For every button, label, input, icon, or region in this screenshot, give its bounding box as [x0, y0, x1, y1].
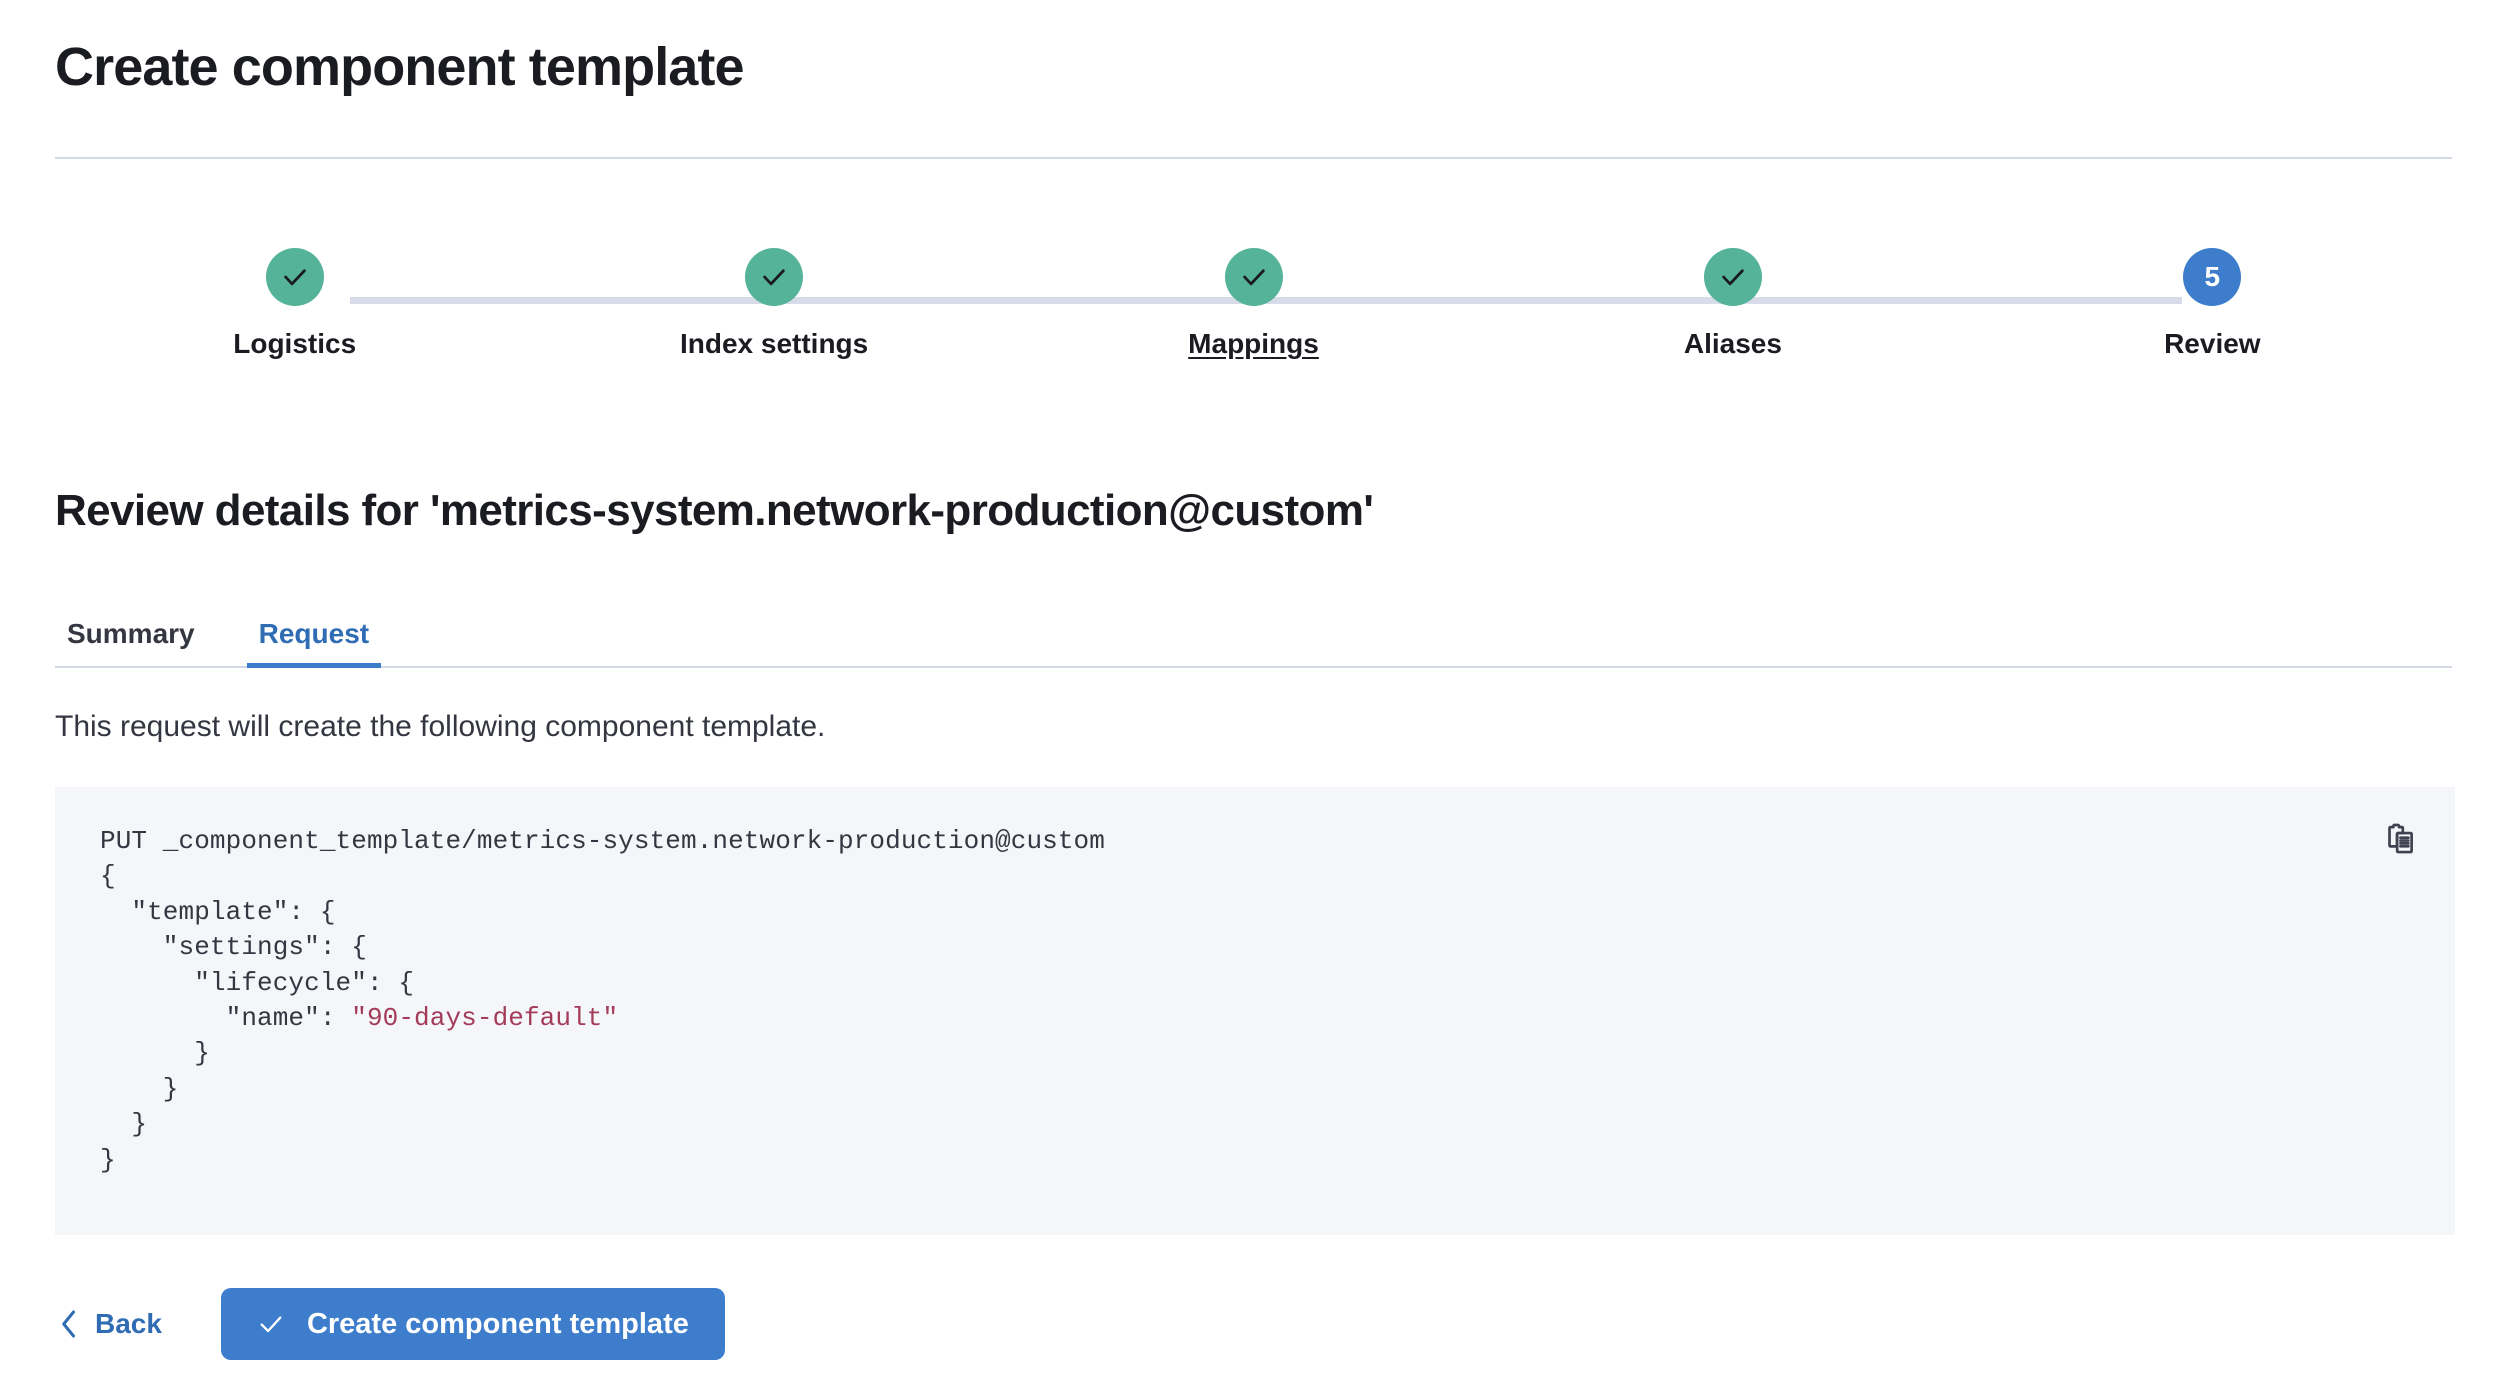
tab-request[interactable]: Request	[246, 618, 382, 668]
tabs-divider	[55, 666, 2452, 668]
review-tabs: Summary Request	[55, 600, 2452, 668]
stepper-step-indicator	[745, 248, 804, 306]
stepper-step-number: 5	[2204, 261, 2221, 292]
tab-list: Summary Request	[55, 618, 382, 668]
review-heading: Review details for 'metrics-system.netwo…	[55, 486, 1374, 535]
code-line: PUT _component_template/metrics-system.n…	[100, 826, 1105, 856]
code-line: }	[100, 1144, 116, 1175]
stepper-step-indicator	[1224, 248, 1283, 306]
page-title: Create component template	[55, 37, 745, 97]
create-component-template-label: Create component template	[306, 1307, 689, 1340]
stepper-step-label: Logistics	[233, 328, 357, 359]
stepper-step-indicator: 5	[2183, 248, 2242, 306]
stepper-step-indicator	[265, 248, 324, 306]
stepper-step-label: Index settings	[679, 328, 869, 359]
title-divider	[55, 157, 2452, 159]
stepper-step-aliases[interactable]: Aliases	[1493, 248, 1972, 360]
request-description: This request will create the following c…	[55, 710, 826, 743]
footer-actions: Back Create component template	[55, 1288, 725, 1360]
back-button-label: Back	[95, 1308, 162, 1339]
stepper-step-index-settings[interactable]: Index settings	[534, 248, 1013, 360]
check-icon	[257, 1310, 285, 1338]
check-glyph	[260, 1316, 282, 1333]
chevron-left-glyph	[62, 1310, 75, 1338]
check-glyph	[1242, 269, 1265, 286]
stepper-step-indicator	[1703, 248, 1762, 306]
copy-clipboard-glyph	[2388, 823, 2413, 854]
code-line: "template": {	[100, 896, 336, 927]
check-icon	[1239, 262, 1269, 292]
check-icon	[759, 262, 789, 292]
code-line: "lifecycle": {	[100, 967, 415, 998]
stepper-step-label: Review	[2164, 328, 2261, 359]
code-line: }	[100, 1073, 179, 1104]
check-glyph	[1722, 269, 1744, 286]
stepper-step-logistics[interactable]: Logistics	[55, 248, 534, 360]
code-string-token: "90-days-default"	[351, 1003, 619, 1034]
check-icon	[1718, 262, 1748, 292]
stepper-step-mappings[interactable]: Mappings	[1014, 248, 1493, 360]
code-line: "settings": {	[100, 932, 367, 963]
create-component-template-button[interactable]: Create component template	[220, 1288, 725, 1360]
stepper-step-label: Mappings	[1188, 328, 1319, 359]
tab-summary[interactable]: Summary	[55, 618, 207, 668]
code-line: "name": "90-days-default"	[100, 1003, 619, 1034]
back-button[interactable]: Back	[55, 1302, 166, 1346]
code-line: }	[100, 1038, 210, 1069]
code-line: {	[100, 861, 116, 892]
check-glyph	[763, 269, 785, 286]
request-code-body: PUT _component_template/metrics-system.n…	[100, 824, 2345, 1178]
stepper-step-label: Aliases	[1683, 328, 1782, 359]
check-glyph	[283, 269, 306, 286]
request-code-panel: PUT _component_template/metrics-system.n…	[55, 787, 2455, 1235]
code-line: }	[100, 1109, 148, 1140]
copy-clipboard-icon[interactable]	[2375, 813, 2427, 865]
chevron-left-icon	[59, 1309, 79, 1339]
check-icon	[280, 262, 310, 292]
